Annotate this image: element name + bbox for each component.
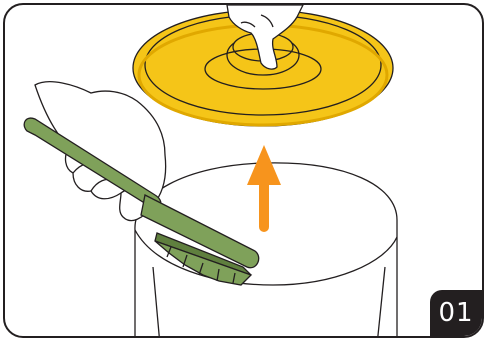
illustration-scene [5,5,484,338]
step-number-badge: 01 [430,290,482,336]
illustration-frame: 01 [3,3,484,338]
